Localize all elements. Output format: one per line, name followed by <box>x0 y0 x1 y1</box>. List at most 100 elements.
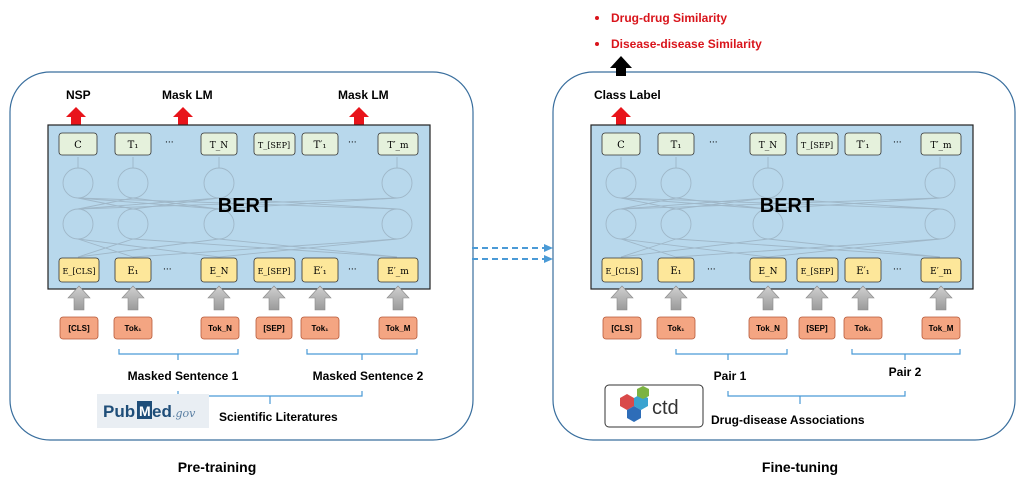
e-box-m-prime-label: E′_m <box>930 267 952 277</box>
mask-lm-label-2: Mask LM <box>338 88 389 102</box>
finetune-panel: Class Label BERT C T₁ ··· <box>552 56 1016 441</box>
token-cls-label: [CLS] <box>611 324 633 333</box>
e-box-m-prime-label: E′_m <box>387 267 409 277</box>
e-box-1-prime <box>301 257 339 283</box>
pubmed-m-block <box>137 401 152 419</box>
scientific-literatures-label: Scientific Literatures <box>219 410 338 424</box>
token-1-second <box>843 316 883 340</box>
token-1-second-label: Tok₁ <box>312 324 330 333</box>
up-arrow-icon <box>805 285 829 311</box>
sentence-brackets <box>118 349 418 404</box>
pretrain-panel: NSP Mask LM Mask LM BERT <box>9 71 474 441</box>
up-arrow-icon <box>610 285 634 311</box>
e-box-1-label: E₁ <box>127 266 138 277</box>
token-n <box>200 316 240 340</box>
up-arrow-icon <box>262 285 286 311</box>
e-box-sep-label: E_[SEP] <box>258 267 291 276</box>
up-arrow-icon <box>386 285 410 311</box>
token-1-second <box>300 316 340 340</box>
bullet-icon <box>595 16 599 20</box>
ellipsis: ··· <box>709 138 718 148</box>
e-box-sep <box>796 257 839 283</box>
svg-text:Pub: Pub <box>103 402 135 421</box>
token-m <box>378 316 418 340</box>
token-sep <box>798 316 836 340</box>
t-box-m-prime <box>920 132 962 156</box>
up-arrow-icon <box>207 285 231 311</box>
e-box-1-label: E₁ <box>670 266 681 277</box>
up-arrow-icon <box>851 285 875 311</box>
ctd-logo-text: ctd <box>652 397 679 419</box>
ellipsis: ··· <box>893 138 902 148</box>
finetuning-caption: Fine-tuning <box>762 459 838 475</box>
t-box-n <box>749 132 787 156</box>
e-box-n <box>200 257 238 283</box>
class-label-arrow-icon <box>611 107 631 125</box>
hexagon-green-icon <box>637 386 649 399</box>
t-box-c <box>58 132 98 156</box>
token-n-label: Tok_N <box>208 324 232 333</box>
t-box-sep-label: T_[SEP] <box>258 141 290 150</box>
nsp-label: NSP <box>66 88 91 102</box>
attention-network <box>605 157 956 258</box>
token-1 <box>113 316 153 340</box>
token-1-label: Tok₁ <box>125 324 143 333</box>
up-arrow-icon <box>121 285 145 311</box>
t-box-c-label: C <box>74 140 82 151</box>
e-box-sep <box>253 257 296 283</box>
token-cls <box>59 316 99 340</box>
t-box-n <box>200 132 238 156</box>
e-row: E_[CLS] E₁ ··· E_N E_[SEP] E′₁ ··· E′_m <box>601 257 962 283</box>
t-box-sep <box>796 132 839 156</box>
t-box-1-label: T₁ <box>671 140 682 151</box>
pair-1-label: Pair 1 <box>714 369 747 383</box>
token-n <box>748 316 788 340</box>
ellipsis: ··· <box>893 265 902 275</box>
e-box-n-label: E_N <box>210 267 229 277</box>
task-drug-drug: Drug-drug Similarity <box>611 11 727 25</box>
svg-text:ed: ed <box>152 402 172 421</box>
masked-sentence-2-label: Masked Sentence 2 <box>313 369 424 383</box>
bert-label: BERT <box>218 195 272 217</box>
token-m <box>921 316 961 340</box>
e-box-1-prime-label: E′₁ <box>856 266 870 277</box>
t-box-c-label: C <box>617 140 625 151</box>
task-disease-disease: Disease-disease Similarity <box>611 37 762 51</box>
e-box-cls <box>58 257 100 283</box>
t-box-sep-label: T_[SEP] <box>801 141 833 150</box>
e-box-n-label: E_N <box>759 267 778 277</box>
token-row: [CLS] Tok₁ Tok_N [SEP] Tok₁ Tok_M <box>59 316 418 340</box>
up-arrow-icon <box>756 285 780 311</box>
e-box-1-prime <box>844 257 882 283</box>
t-box-1 <box>657 132 695 156</box>
e-box-cls-label: E_[CLS] <box>606 267 639 276</box>
t-box-m-prime <box>377 132 419 156</box>
token-sep <box>255 316 293 340</box>
input-arrows <box>610 285 953 311</box>
pair-2-label: Pair 2 <box>889 365 922 379</box>
mask-lm-arrow-icon <box>173 107 193 125</box>
task-arrow-icon <box>610 56 632 76</box>
t-box-1 <box>114 132 152 156</box>
token-sep-label: [SEP] <box>263 324 285 333</box>
e-row: E_[CLS] E₁ ··· E_N E_[SEP] E′₁ ··· E′_m <box>58 257 419 283</box>
ellipsis: ··· <box>165 138 174 148</box>
hexagon-darkblue-icon <box>627 406 641 422</box>
pubmed-logo-bg <box>97 394 209 428</box>
ellipsis: ··· <box>707 265 716 275</box>
e-box-n <box>749 257 787 283</box>
t-box-n-label: T_N <box>759 141 778 151</box>
masked-sentence-1-label: Masked Sentence 1 <box>128 369 239 383</box>
up-arrow-icon <box>929 285 953 311</box>
e-box-1 <box>657 257 695 283</box>
input-arrows <box>67 285 410 311</box>
t-box-1-label: T₁ <box>128 140 139 151</box>
ellipsis: ··· <box>348 265 357 275</box>
t-box-m-prime-label: T′_m <box>930 141 952 151</box>
e-box-m-prime <box>920 257 962 283</box>
t-row: C T₁ ··· T_N T_[SEP] T′₁ ··· T′_m <box>58 132 419 156</box>
t-box-1-prime <box>301 132 339 156</box>
t-box-1-prime-label: T′₁ <box>314 140 327 151</box>
token-1-second-label: Tok₁ <box>855 324 873 333</box>
